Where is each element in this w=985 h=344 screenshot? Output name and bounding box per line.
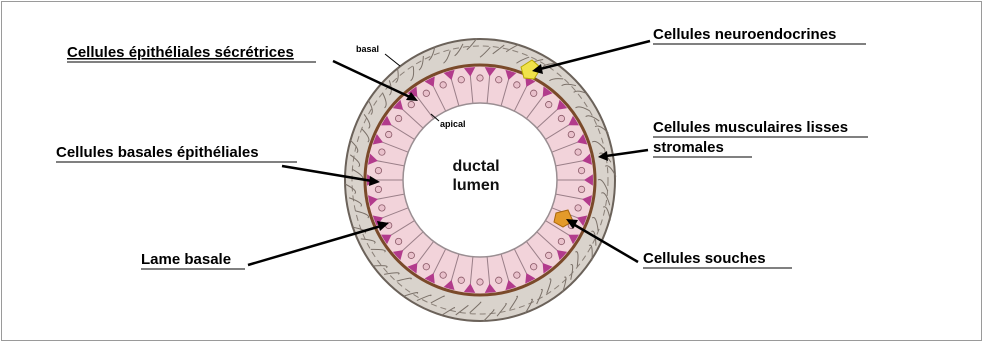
cell-nucleus xyxy=(477,75,483,81)
cell-nucleus xyxy=(458,77,464,83)
cell-nucleus xyxy=(458,277,464,283)
cell-nucleus xyxy=(546,252,552,258)
cell-nucleus xyxy=(423,264,429,270)
cell-nucleus xyxy=(578,167,584,173)
label-stem-cells: Cellules souches xyxy=(643,250,766,267)
lumen-label-line1: ductal xyxy=(452,158,499,175)
label-smooth-muscle-line2: stromales xyxy=(653,139,724,156)
cell-nucleus xyxy=(408,101,414,107)
cell-nucleus xyxy=(496,277,502,283)
cell-nucleus xyxy=(578,186,584,192)
cell-nucleus xyxy=(575,149,581,155)
label-basal-lamina: Lame basale xyxy=(141,251,231,268)
arrow-neuroendocrine xyxy=(540,41,650,69)
label-secretory-cells: Cellules épithéliales sécrétrices xyxy=(67,44,294,61)
cell-nucleus xyxy=(379,205,385,211)
cell-nucleus xyxy=(514,82,520,88)
cell-nucleus xyxy=(558,115,564,121)
cell-nucleus xyxy=(379,149,385,155)
cell-nucleus xyxy=(440,82,446,88)
lumen-label-line2: lumen xyxy=(452,177,499,194)
cell-nucleus xyxy=(477,279,483,285)
cell-nucleus xyxy=(546,101,552,107)
cell-nucleus xyxy=(423,90,429,96)
label-smooth-muscle-line1: Cellules musculaires lisses xyxy=(653,119,848,136)
basal-pointer xyxy=(385,54,400,66)
label-neuroendocrine: Cellules neuroendocrines xyxy=(653,26,836,43)
cell-nucleus xyxy=(530,90,536,96)
cell-nucleus xyxy=(375,167,381,173)
cell-nucleus xyxy=(568,131,574,137)
cell-nucleus xyxy=(496,77,502,83)
label-basal-epithelial: Cellules basales épithéliales xyxy=(56,144,259,161)
cell-nucleus xyxy=(408,252,414,258)
cell-nucleus xyxy=(440,272,446,278)
cell-nucleus xyxy=(375,186,381,192)
cell-nucleus xyxy=(514,272,520,278)
cell-nucleus xyxy=(530,264,536,270)
cell-nucleus xyxy=(395,115,401,121)
cell-nucleus xyxy=(558,238,564,244)
cell-nucleus xyxy=(395,238,401,244)
basal-label: basal xyxy=(356,44,379,54)
apical-label: apical xyxy=(440,119,466,129)
cell-nucleus xyxy=(385,131,391,137)
cell-nucleus xyxy=(575,205,581,211)
